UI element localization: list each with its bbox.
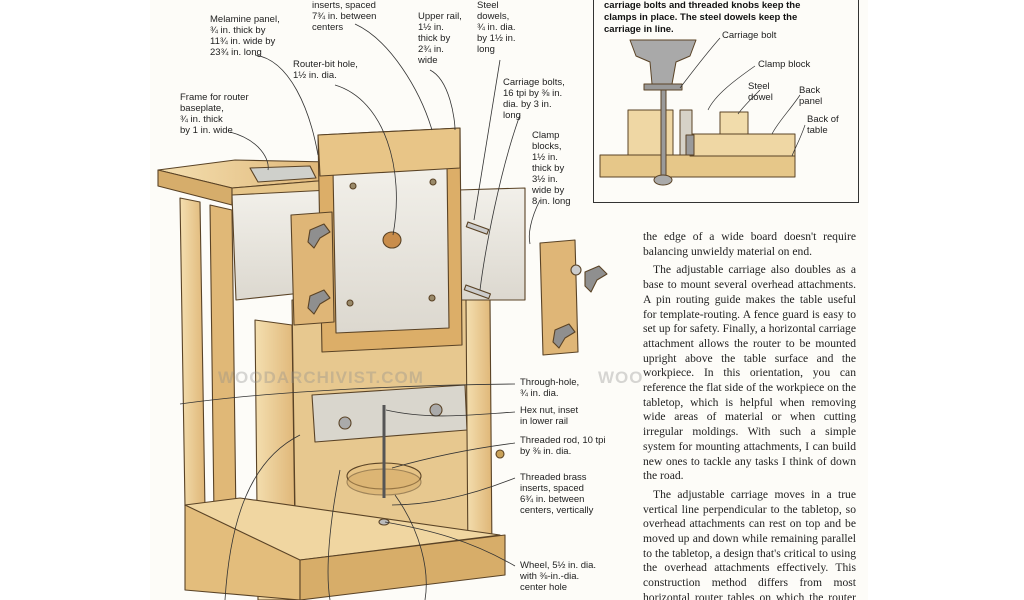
inset-label-clamp-block: Clamp block bbox=[758, 59, 811, 70]
callout-inserts-spaced: inserts, spaced 7¾ in. between centers bbox=[312, 0, 377, 33]
article-paragraph: The adjustable carriage also doubles as … bbox=[643, 263, 856, 483]
right-margin bbox=[868, 0, 1024, 600]
inset-label-back-panel: Back panel bbox=[799, 85, 823, 107]
fence-box-right bbox=[457, 187, 526, 301]
knob-2 bbox=[307, 289, 331, 315]
router-bit-hole bbox=[382, 231, 402, 249]
article-paragraph: the edge of a wide board doesn't require… bbox=[643, 230, 856, 258]
callout-threaded-rod: Threaded rod, 10 tpi by ⅜ in. dia. bbox=[520, 435, 606, 457]
inset-label-carriage-bolt: Carriage bolt bbox=[722, 30, 777, 41]
callout-carriage-bolts: Carriage bolts, 16 tpi by ⅜ in. dia. by … bbox=[503, 77, 565, 121]
upper-rail bbox=[317, 127, 461, 177]
callout-clamp-blocks: Clamp blocks, 1½ in. thick by 3½ in. wid… bbox=[532, 130, 571, 207]
left-leg-front bbox=[179, 197, 206, 511]
callout-router-bit-hole: Router-bit hole, 1½ in. dia. bbox=[293, 59, 358, 81]
callout-melamine-panel: Melamine panel, ¾ in. thick by 11¾ in. w… bbox=[210, 14, 280, 58]
callout-through-hole: Through-hole, ¾ in. dia. bbox=[520, 377, 580, 399]
inset-label-back-of-table: Back of table bbox=[807, 114, 839, 136]
melamine-panel bbox=[332, 164, 450, 334]
right-post bbox=[465, 299, 493, 561]
inset-caption: carriage bolts and threaded knobs keep t… bbox=[604, 0, 801, 35]
base-right bbox=[299, 534, 506, 600]
baseplate-frame bbox=[249, 165, 317, 183]
left-margin bbox=[0, 0, 150, 600]
left-leg-back bbox=[209, 204, 237, 521]
inset-label-steel-dowel: Steel dowel bbox=[748, 81, 773, 103]
article-body: the edge of a wide board doesn't require… bbox=[643, 230, 856, 600]
callout-steel-dowels: Steel dowels, ¾ in. dia. by 1½ in. long bbox=[477, 0, 516, 55]
callout-frame-baseplate: Frame for router baseplate, ¾ in. thick … bbox=[180, 92, 249, 136]
watermark-2: WOODARCHIVIST.COM bbox=[598, 368, 644, 387]
callout-upper-rail: Upper rail, 1½ in. thick by 2¾ in. wide bbox=[418, 11, 462, 66]
watermark: WOODARCHIVIST.COM bbox=[218, 368, 424, 387]
callout-threaded-inserts: Threaded brass inserts, spaced 6¾ in. be… bbox=[520, 472, 594, 516]
knob-1 bbox=[307, 223, 331, 249]
base-top bbox=[184, 497, 501, 561]
callout-wheel: Wheel, 5½ in. dia. with ⅜-in.-dia. cente… bbox=[520, 560, 597, 593]
article-paragraph: The adjustable carriage moves in a true … bbox=[643, 487, 856, 600]
knob-3 bbox=[584, 265, 608, 293]
knob-4 bbox=[552, 323, 576, 349]
callout-hex-nut: Hex nut, inset in lower rail bbox=[520, 405, 579, 427]
